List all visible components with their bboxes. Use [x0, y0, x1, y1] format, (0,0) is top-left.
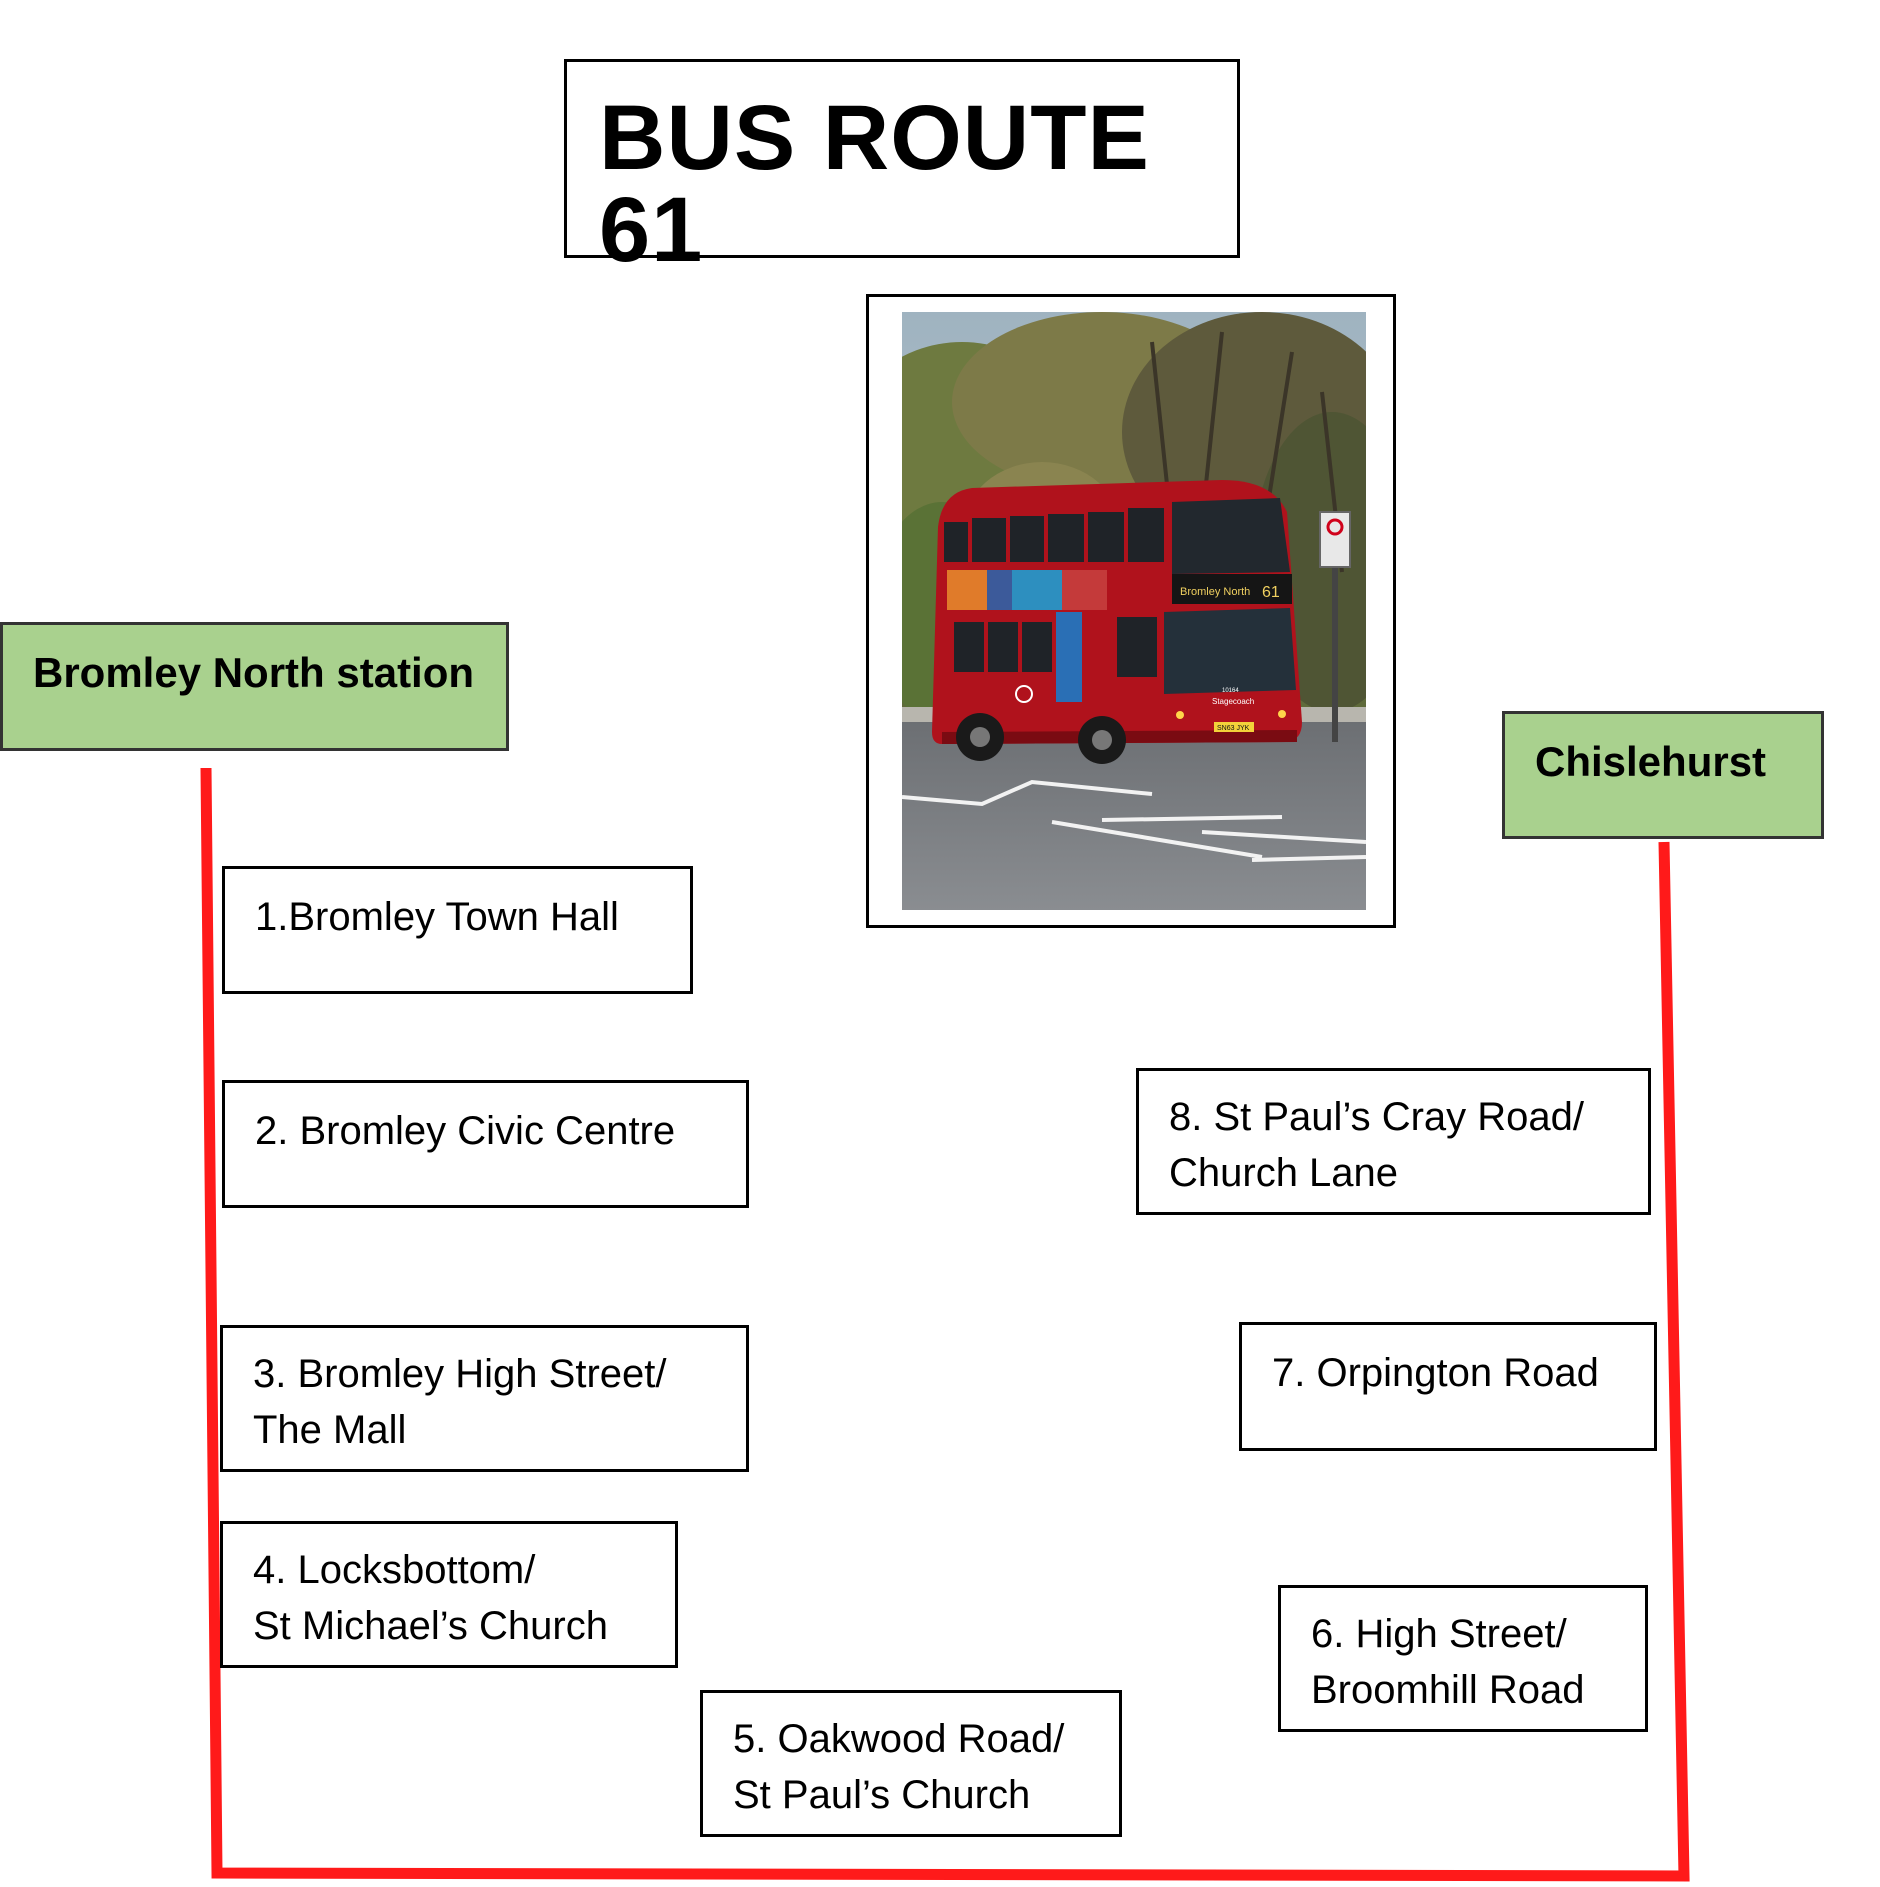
stop-4-label-line2: St Michael’s Church	[253, 1604, 608, 1648]
terminal-end: Chislehurst	[1502, 711, 1824, 839]
stop-7-label: 7. Orpington Road	[1272, 1351, 1599, 1395]
title-box: BUS ROUTE 61	[564, 59, 1240, 276]
stop-5-label-line2: St Paul’s Church	[733, 1773, 1031, 1817]
stop-8-label-line2: Church Lane	[1169, 1151, 1399, 1195]
stop-1: 1.Bromley Town Hall	[222, 866, 693, 994]
bus-illustration: Bromley North 61 Stagecoach 10164	[932, 480, 1302, 764]
page-title: BUS ROUTE 61	[599, 87, 1150, 281]
stop-1-label: 1.Bromley Town Hall	[255, 895, 619, 939]
terminal-start: Bromley North station	[0, 622, 509, 751]
stop-3: 3. Bromley High Street/ The Mall	[220, 1325, 749, 1472]
bus-registration: SN63 JYK	[1217, 725, 1250, 732]
stop-7: 7. Orpington Road	[1239, 1322, 1657, 1451]
terminal-end-label: Chislehurst	[1535, 738, 1767, 785]
stop-8: 8. St Paul’s Cray Road/ Church Lane	[1136, 1068, 1651, 1215]
bus-route-display: 61	[1262, 584, 1280, 601]
stop-5-label-line1: 5. Oakwood Road/	[733, 1717, 1065, 1761]
stop-3-label-line1: 3. Bromley High Street/	[253, 1352, 667, 1396]
terminal-start-label: Bromley North station	[33, 649, 475, 696]
stop-3-label-line2: The Mall	[253, 1408, 407, 1452]
stop-4-label-line1: 4. Locksbottom/	[253, 1548, 536, 1592]
stop-5: 5. Oakwood Road/ St Paul’s Church	[700, 1690, 1122, 1837]
stop-6-label-line1: 6. High Street/	[1311, 1612, 1567, 1656]
bus-photo-frame: Bromley North 61 Stagecoach 10164	[866, 294, 1396, 928]
stop-8-label-line1: 8. St Paul’s Cray Road/	[1169, 1095, 1585, 1139]
bus-fleet-number: 10164	[1222, 688, 1239, 694]
route-line-path	[200, 767, 1690, 1882]
stop-6: 6. High Street/ Broomhill Road	[1278, 1585, 1648, 1732]
stop-6-label-line2: Broomhill Road	[1311, 1668, 1585, 1712]
stop-2-label: 2. Bromley Civic Centre	[255, 1109, 676, 1153]
stop-4: 4. Locksbottom/ St Michael’s Church	[220, 1521, 678, 1668]
stop-2: 2. Bromley Civic Centre	[222, 1080, 749, 1208]
bus-operator: Stagecoach	[1212, 697, 1254, 706]
bus-destination-display: Bromley North	[1180, 586, 1250, 598]
bus-photo: Bromley North 61 Stagecoach 10164	[902, 312, 1366, 910]
